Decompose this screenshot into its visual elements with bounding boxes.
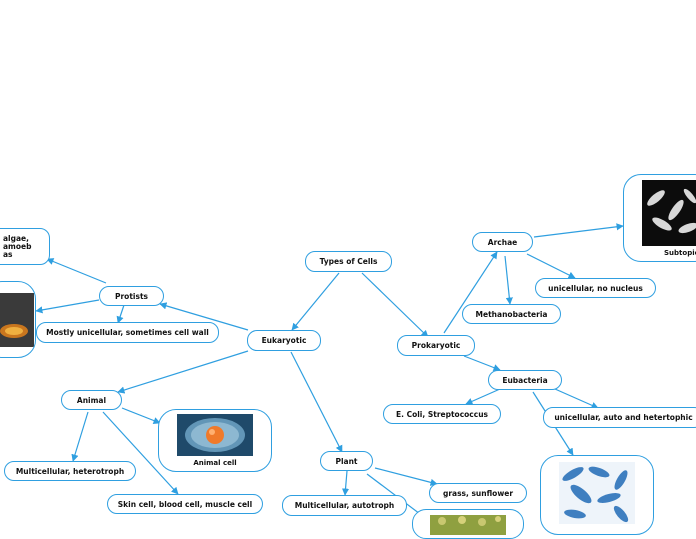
methanobacteria-node[interactable]: Methanobacteria: [462, 304, 561, 324]
edge-eubacteria-note: [554, 388, 599, 409]
archae-image-card[interactable]: Subtopic: [623, 174, 696, 262]
prokaryotic-node[interactable]: Prokaryotic: [397, 335, 475, 356]
edge-plant-multicellular: [341, 470, 350, 496]
protists-examples-label: algae, amoebas: [3, 233, 32, 259]
plant-node[interactable]: Plant: [320, 451, 373, 471]
archae-node[interactable]: Archae: [472, 232, 533, 252]
eubacteria-examples-node[interactable]: E. Coli, Streptococcus: [383, 404, 501, 424]
plant-multicellular-node[interactable]: Multicellular, autotroph: [282, 495, 407, 516]
edge-root-prokaryotic: [361, 272, 429, 338]
edge-protists-note: [116, 304, 125, 324]
edge-archae-image: [533, 223, 624, 238]
edge-eukaryotic-animal: [117, 350, 249, 394]
animal-examples-node[interactable]: Skin cell, blood cell, muscle cell: [107, 494, 263, 514]
protists-image-card[interactable]: [0, 281, 36, 358]
plant-image-card[interactable]: [412, 509, 524, 539]
animal-multicellular-node[interactable]: Multicellular, heterotroph: [4, 461, 136, 481]
protist-image: [0, 292, 34, 347]
eubacteria-image: [559, 462, 635, 524]
protists-note-node[interactable]: Mostly unicellular, sometimes cell wall: [36, 322, 219, 343]
edge-animal-image: [121, 407, 161, 424]
edge-animal-examples: [102, 411, 179, 495]
eubacteria-image-card[interactable]: [540, 455, 654, 535]
archae-image: [642, 179, 696, 246]
eubacteria-node[interactable]: Eubacteria: [488, 370, 562, 390]
edge-protists-image: [35, 299, 100, 314]
edge-root-eukaryotic: [291, 272, 340, 331]
eubacteria-note-node[interactable]: unicellular, auto and hetertophic: [543, 407, 696, 428]
edge-archae-note: [526, 253, 576, 279]
edge-archae-methanobacteria: [504, 255, 513, 305]
edge-eukaryotic-protists: [159, 302, 249, 331]
animal-node[interactable]: Animal: [61, 390, 122, 410]
edge-prokaryotic-archae: [443, 251, 498, 334]
edge-plant-examples: [374, 467, 438, 486]
edge-eubacteria-examples: [465, 388, 501, 405]
edge-animal-multicellular: [71, 411, 89, 462]
eukaryotic-node[interactable]: Eukaryotic: [247, 330, 321, 351]
archae-note-node[interactable]: unicellular, no nucleus: [535, 278, 656, 298]
protists-node[interactable]: Protists: [99, 286, 164, 306]
edge-prokaryotic-eubacteria: [463, 355, 501, 372]
edge-eukaryotic-plant: [290, 351, 343, 453]
root-node[interactable]: Types of Cells: [305, 251, 392, 272]
protists-examples-node[interactable]: algae, amoebas: [0, 228, 50, 265]
animal-cell-card[interactable]: Animal cell: [158, 409, 272, 472]
plant-cell-image: [430, 515, 506, 535]
animal-cell-caption: Animal cell: [193, 459, 237, 467]
archae-caption: Subtopic: [664, 248, 696, 257]
edge-protists-examples: [46, 258, 107, 284]
plant-examples-node[interactable]: grass, sunflower: [429, 483, 527, 503]
animal-cell-image: [177, 414, 253, 456]
